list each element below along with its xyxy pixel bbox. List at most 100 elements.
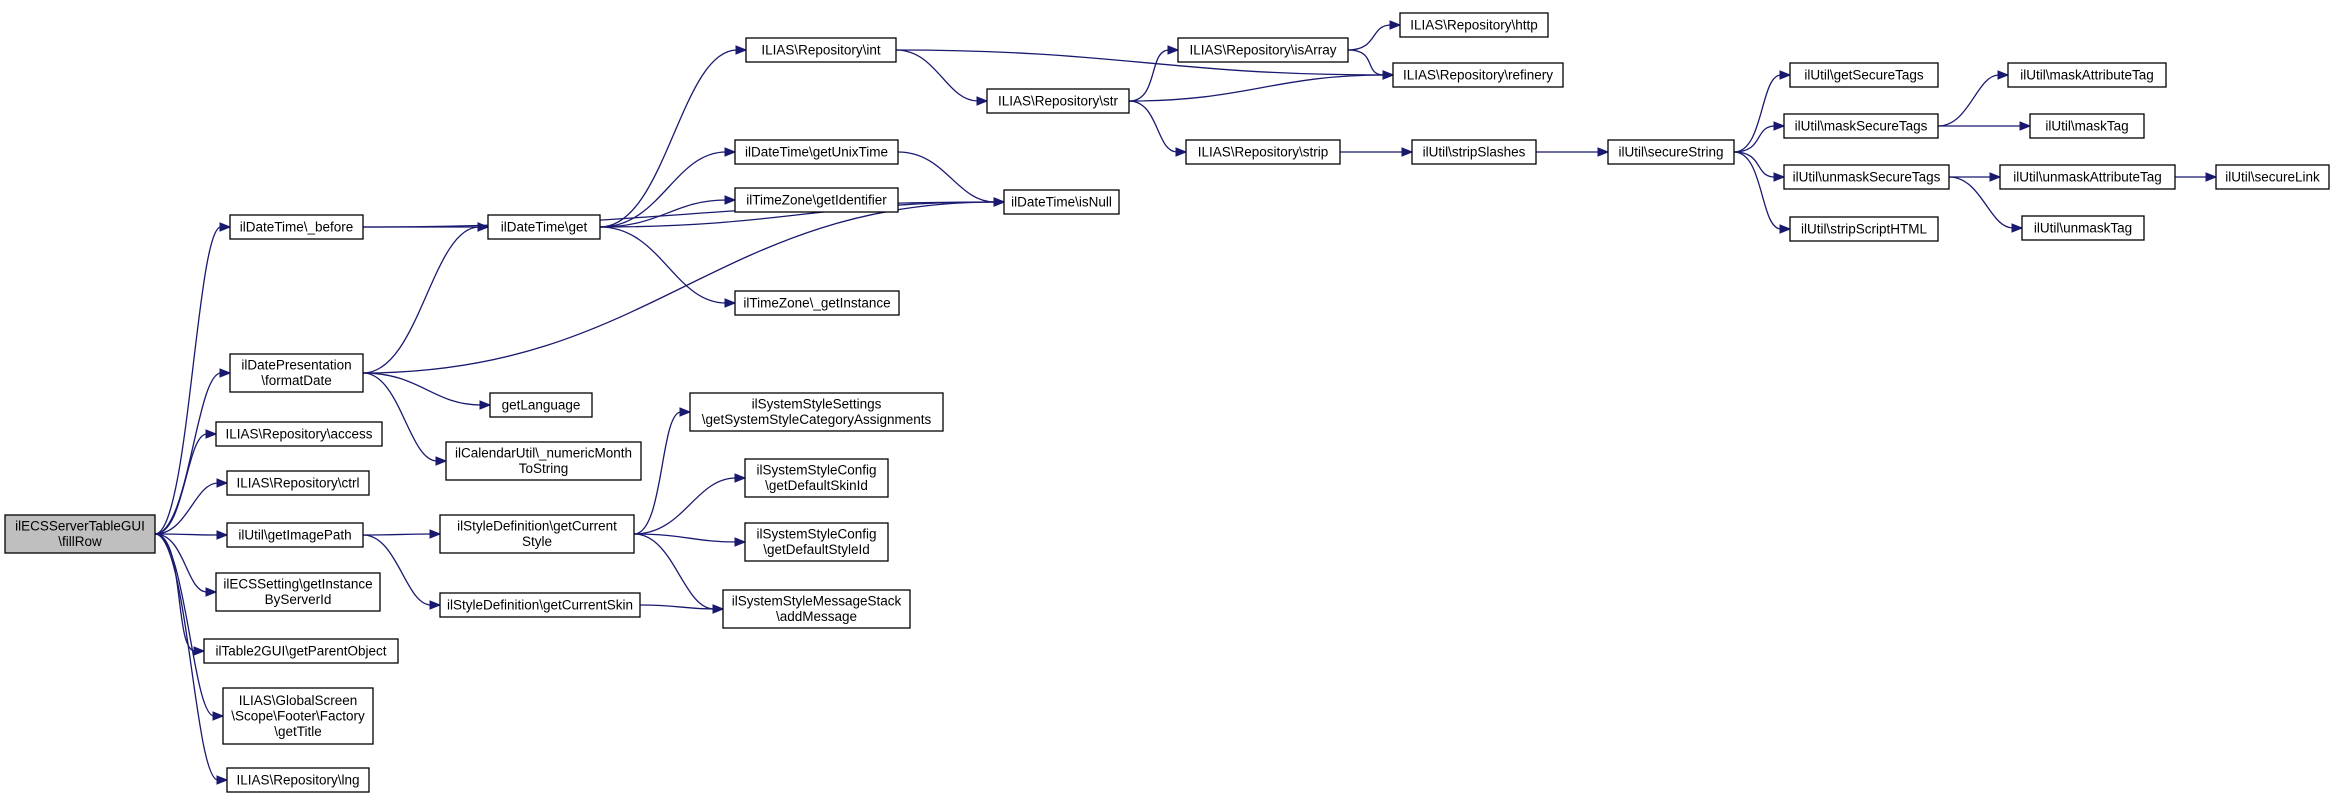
node-get-identifier[interactable]: ilTimeZone\getIdentifier xyxy=(734,187,899,213)
edge-get-current-skin-to-add-message xyxy=(639,604,715,610)
arrowhead-icon xyxy=(1597,147,1610,157)
node-label: ilCalendarUtil\_numericMonth xyxy=(455,446,632,461)
edge-get-unix-time-to-is-null xyxy=(897,151,996,203)
node-access[interactable]: ILIAS\Repository\access xyxy=(215,421,383,447)
arrowhead-icon xyxy=(205,587,218,597)
node-repo-str[interactable]: ILIAS\Repository\str xyxy=(986,88,1130,114)
node-label: ilECSServerTableGUI xyxy=(15,519,145,534)
arrowhead-icon xyxy=(216,478,229,488)
arrowhead-icon xyxy=(735,45,748,55)
node-label: ilStyleDefinition\getCurrentSkin xyxy=(447,597,633,612)
arrowhead-icon xyxy=(193,646,206,656)
node-box xyxy=(1607,139,1735,165)
node-get-secure-tags[interactable]: ilUtil\getSecureTags xyxy=(1789,62,1939,88)
arrowhead-icon xyxy=(429,529,442,539)
node-box xyxy=(1411,139,1537,165)
edge-unmask-secure-tags-to-unmask-tag xyxy=(1948,176,2014,229)
node-strip[interactable]: ILIAS\Repository\strip xyxy=(1185,139,1341,165)
node-label: ToString xyxy=(519,461,569,476)
node-label: ILIAS\Repository\http xyxy=(1410,17,1538,32)
node-label: \addMessage xyxy=(776,609,857,624)
node-get-title[interactable]: ILIAS\GlobalScreen\Scope\Footer\Factory\… xyxy=(222,687,374,745)
node-label: ilSystemStyleSettings xyxy=(752,397,882,412)
edge-secure-string-to-strip-script-html xyxy=(1733,151,1782,230)
edge-dt-get-to-get-unix-time xyxy=(599,151,727,228)
arrowhead-icon xyxy=(216,775,229,785)
edge-get-current-style-to-get-sscat xyxy=(633,411,682,535)
arrowhead-icon xyxy=(1389,20,1402,30)
node-get-def-skin[interactable]: ilSystemStyleConfig\getDefaultSkinId xyxy=(744,458,889,498)
node-lng[interactable]: ILIAS\Repository\lng xyxy=(226,767,370,793)
node-repo-int[interactable]: ILIAS\Repository\int xyxy=(745,37,897,63)
edge-repo-int-to-refinery xyxy=(895,49,1385,76)
node-label: getLanguage xyxy=(502,397,581,412)
node-unmask-tag[interactable]: ilUtil\unmaskTag xyxy=(2021,215,2145,241)
node-get-def-style[interactable]: ilSystemStyleConfig\getDefaultStyleId xyxy=(744,522,889,562)
node-mask-secure-tags[interactable]: ilUtil\maskSecureTags xyxy=(1783,113,1939,139)
node-before[interactable]: ilDateTime\_before xyxy=(229,214,364,240)
edge-format-date-to-dt-get xyxy=(362,226,480,374)
node-tz-get-instance[interactable]: ilTimeZone\_getInstance xyxy=(734,290,900,316)
node-dt-get[interactable]: ilDateTime\get xyxy=(487,214,601,240)
node-box xyxy=(2215,164,2330,190)
node-is-array[interactable]: ILIAS\Repository\isArray xyxy=(1177,37,1349,63)
node-box xyxy=(226,522,364,548)
node-add-message[interactable]: ilSystemStyleMessageStack\addMessage xyxy=(722,589,911,629)
edge-secure-string-to-get-secure-tags xyxy=(1733,74,1782,153)
arrowhead-icon xyxy=(219,222,232,232)
node-box xyxy=(215,421,383,447)
node-unmask-secure-tags[interactable]: ilUtil\unmaskSecureTags xyxy=(1783,164,1950,190)
node-label: ilUtil\unmaskAttributeTag xyxy=(2013,169,2162,184)
node-http[interactable]: ILIAS\Repository\http xyxy=(1399,12,1549,38)
node-mask-tag[interactable]: ilUtil\maskTag xyxy=(2029,113,2145,139)
node-get-parent-object[interactable]: ilTable2GUI\getParentObject xyxy=(203,638,399,664)
edge-root-to-get-title xyxy=(154,533,215,717)
node-label: ilDateTime\_before xyxy=(240,219,354,234)
node-strip-slashes[interactable]: ilUtil\stripSlashes xyxy=(1411,139,1537,165)
node-box xyxy=(489,392,593,418)
node-refinery[interactable]: ILIAS\Repository\refinery xyxy=(1392,62,1564,88)
node-box xyxy=(2007,62,2167,88)
node-get-current-skin[interactable]: ilStyleDefinition\getCurrentSkin xyxy=(439,592,641,618)
node-label: ilUtil\unmaskTag xyxy=(2034,220,2132,235)
node-box xyxy=(1783,164,1950,190)
arrowhead-icon xyxy=(2205,172,2218,182)
edge-is-array-to-http xyxy=(1347,24,1392,51)
node-mask-attribute-tag[interactable]: ilUtil\maskAttributeTag xyxy=(2007,62,2167,88)
node-secure-string[interactable]: ilUtil\secureString xyxy=(1607,139,1735,165)
node-get-language[interactable]: getLanguage xyxy=(489,392,593,418)
node-ctrl[interactable]: ILIAS\Repository\ctrl xyxy=(226,470,370,496)
node-box xyxy=(1003,189,1120,215)
node-unmask-attribute-tag[interactable]: ilUtil\unmaskAttributeTag xyxy=(1999,164,2176,190)
node-label: ilUtil\unmaskSecureTags xyxy=(1793,169,1941,184)
arrowhead-icon xyxy=(1167,45,1180,55)
edge-mask-secure-tags-to-mask-attribute-tag xyxy=(1937,74,2000,127)
node-get-unix-time[interactable]: ilDateTime\getUnixTime xyxy=(734,139,899,165)
node-root[interactable]: ilECSServerTableGUI\fillRow xyxy=(4,514,156,554)
node-label: ByServerId xyxy=(265,592,332,607)
edge-secure-string-to-mask-secure-tags xyxy=(1733,125,1776,153)
node-label: ilUtil\secureLink xyxy=(2225,169,2320,184)
arrowhead-icon xyxy=(205,429,218,439)
arrowhead-icon xyxy=(976,96,989,106)
node-label: \getDefaultSkinId xyxy=(765,478,868,493)
node-box xyxy=(1399,12,1549,38)
node-is-null[interactable]: ilDateTime\isNull xyxy=(1003,189,1120,215)
node-box xyxy=(203,638,399,664)
node-box xyxy=(734,139,899,165)
node-get-sscat[interactable]: ilSystemStyleSettings\getSystemStyleCate… xyxy=(689,392,944,432)
node-get-image-path[interactable]: ilUtil\getImagePath xyxy=(226,522,364,548)
node-secure-link[interactable]: ilUtil\secureLink xyxy=(2215,164,2330,190)
node-format-date[interactable]: ilDatePresentation\formatDate xyxy=(229,353,364,393)
node-label: ILIAS\Repository\access xyxy=(225,426,372,441)
node-box xyxy=(215,572,381,612)
node-label: ilTable2GUI\getParentObject xyxy=(215,643,386,658)
node-strip-script-html[interactable]: ilUtil\stripScriptHTML xyxy=(1789,216,1939,242)
edge-repo-str-to-refinery xyxy=(1128,74,1385,102)
node-box xyxy=(689,392,944,432)
edge-root-to-format-date xyxy=(154,372,222,535)
node-label: \getDefaultStyleId xyxy=(763,542,870,557)
